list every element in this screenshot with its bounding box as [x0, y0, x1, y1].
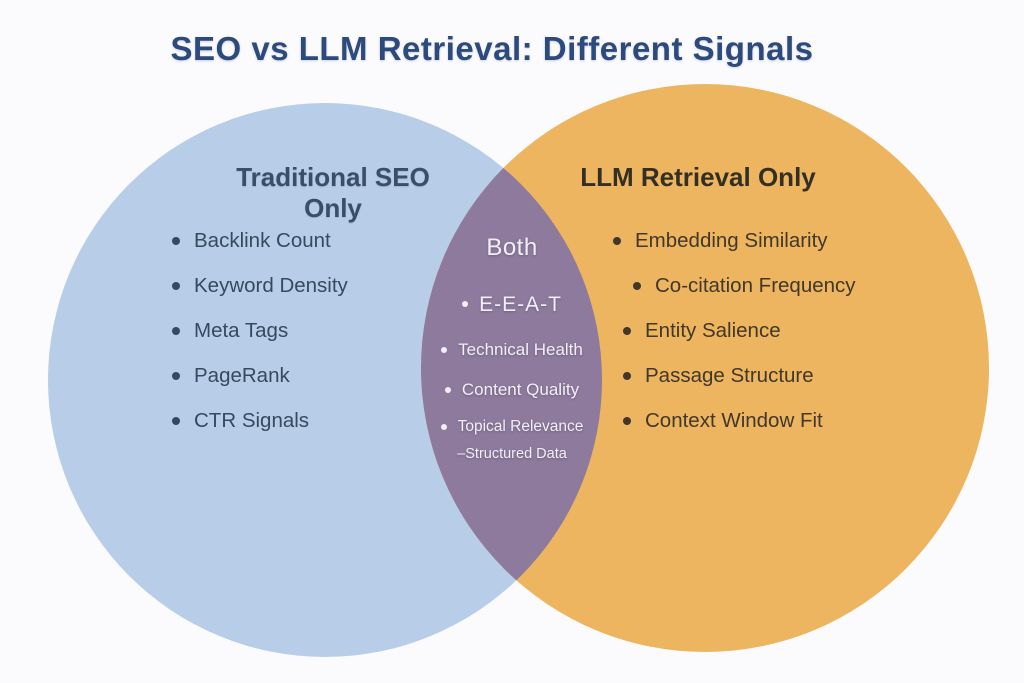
list-item: Co-citation Frequency	[633, 273, 856, 299]
bullet-icon	[441, 346, 448, 353]
list-item: Entity Salience	[623, 318, 856, 344]
list-item: Passage Structure	[623, 363, 856, 389]
bullet-icon	[172, 237, 180, 245]
list-item: Context Window Fit	[623, 408, 856, 434]
bullet-icon	[462, 301, 469, 307]
page-title: SEO vs LLM Retrieval: Different Signals	[170, 30, 814, 67]
list-item-label: Entity Salience	[645, 319, 781, 342]
list-item: CTR Signals	[172, 408, 348, 434]
list-item: Technical Health	[426, 337, 598, 361]
list-item: E-E-A-T	[426, 288, 598, 317]
list-item-label: Passage Structure	[645, 364, 814, 387]
list-item-label: PageRank	[194, 364, 290, 387]
list-item-label: Topical Relevance	[457, 417, 584, 435]
bullet-icon	[623, 327, 631, 335]
list-item: Keyword Density	[172, 273, 348, 299]
bullet-icon	[172, 327, 180, 335]
list-item: Backlink Count	[172, 228, 348, 254]
list-item-label: Co-citation Frequency	[655, 274, 856, 297]
llm-circle-heading: LLM Retrieval Only	[580, 162, 816, 192]
list-item-label: Backlink Count	[194, 229, 331, 252]
list-item: PageRank	[172, 363, 348, 389]
list-item: Embedding Similarity	[613, 228, 856, 254]
list-item-label: Keyword Density	[194, 274, 348, 297]
seo-item-list: Backlink Count Keyword Density Meta Tags…	[172, 228, 348, 453]
list-item-label: E-E-A-T	[479, 292, 562, 316]
bullet-icon	[172, 372, 180, 380]
list-item: Content Quality	[426, 377, 598, 401]
llm-item-list: Embedding Similarity Co-citation Frequen…	[613, 228, 856, 453]
list-item: Meta Tags	[172, 318, 348, 344]
list-item-label: Context Window Fit	[645, 409, 823, 432]
bullet-icon	[444, 386, 451, 393]
overlap-heading: Both	[486, 234, 538, 261]
list-sub-item: –Structured Data	[426, 445, 598, 464]
seo-circle-heading: Traditional SEO Only	[236, 162, 430, 223]
bullet-icon	[172, 417, 180, 425]
bullet-icon	[613, 237, 621, 245]
list-item-label: Embedding Similarity	[635, 229, 828, 252]
bullet-icon	[623, 372, 631, 380]
list-item-label: Meta Tags	[194, 319, 289, 342]
list-item-label: –Structured Data	[457, 445, 567, 462]
list-item-label: CTR Signals	[194, 409, 310, 432]
list-item-label: Technical Health	[458, 339, 583, 359]
bullet-icon	[623, 417, 631, 425]
list-item: Topical Relevance	[426, 416, 598, 437]
bullet-icon	[172, 282, 180, 290]
bullet-icon	[440, 423, 447, 430]
overlap-item-list: Both E-E-A-T Technical Health Content Qu…	[426, 234, 598, 464]
bullet-icon	[633, 282, 641, 290]
list-item-label: Content Quality	[461, 379, 580, 399]
